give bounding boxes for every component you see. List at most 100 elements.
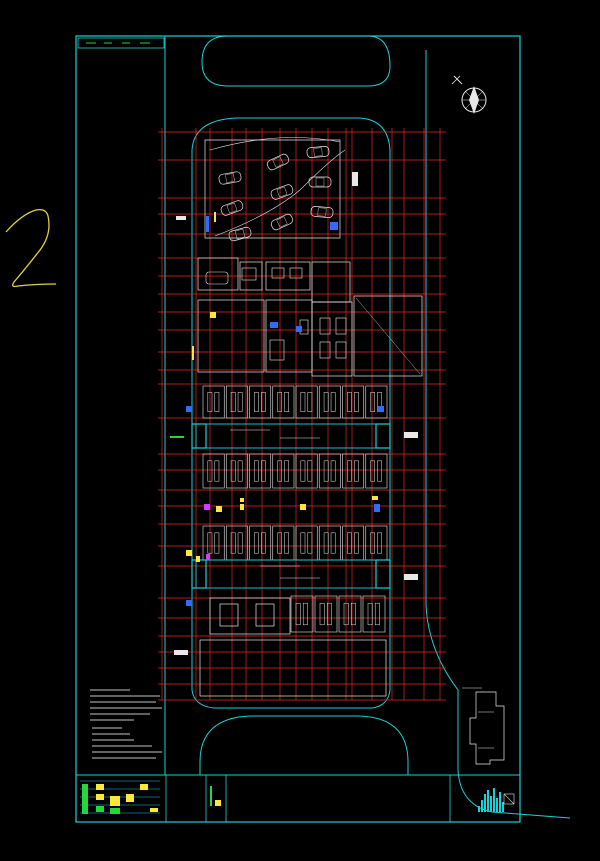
bay-cell: [249, 453, 272, 489]
bay-cell: [290, 595, 314, 633]
bay-equipment: [237, 532, 243, 554]
bay-cell: [318, 525, 341, 561]
bay-equipment: [377, 532, 382, 554]
bay-equipment: [254, 532, 259, 554]
bay-equipment: [254, 460, 259, 482]
bay-cell: [365, 453, 388, 489]
bay-equipment: [277, 460, 282, 482]
equipment-marker: [196, 556, 200, 562]
logo-bar: [496, 798, 498, 812]
bay-equipment: [374, 602, 380, 626]
equipment-marker: [206, 216, 209, 232]
bay-cell: [272, 385, 295, 419]
title-cell-mark: [126, 794, 134, 802]
bay-equipment: [330, 392, 336, 412]
bay-equipment: [214, 392, 220, 412]
equipment-marker: [214, 212, 216, 222]
title-cell-mark: [96, 794, 104, 800]
bay-equipment: [323, 392, 329, 412]
logo-bars-icon: [478, 788, 515, 812]
logo-bar: [487, 790, 489, 812]
title-cell-mark: [215, 800, 221, 806]
car-park-zone: [204, 137, 346, 239]
bay-equipment: [307, 460, 313, 482]
bay-equipment: [261, 532, 266, 554]
title-cell-mark: [96, 806, 104, 812]
bay-equipment: [319, 602, 325, 626]
logo-bar: [499, 792, 501, 812]
parking-cars: [218, 146, 334, 242]
bay-equipment: [237, 392, 243, 412]
bay-cell: [362, 595, 386, 633]
car-icon: [306, 146, 330, 158]
general-notes-block: [90, 689, 162, 759]
bay-equipment: [323, 532, 329, 554]
bay-equipment: [277, 392, 282, 412]
equipment-marker: [240, 504, 244, 510]
bay-equipment: [207, 460, 213, 482]
title-cell-mark: [210, 786, 212, 806]
bay-equipment: [284, 460, 289, 482]
equipment-marker: [372, 496, 378, 500]
bay-equipment: [350, 602, 356, 626]
bay-cell: [295, 453, 318, 489]
equipment-marker: [378, 406, 384, 412]
bay-cell: [295, 385, 318, 419]
bay-cell: [342, 453, 365, 489]
bay-cell: [249, 385, 272, 419]
equipment-marker: [270, 322, 278, 328]
equipment-marker: [206, 554, 210, 560]
logo-box-diag: [503, 793, 515, 805]
bay-cell: [272, 525, 295, 561]
car-icon: [310, 206, 334, 218]
bay-equipment: [343, 602, 349, 626]
title-cell-mark: [140, 784, 148, 790]
bay-cell: [314, 595, 338, 633]
bay-cell: [295, 525, 318, 561]
sheet-number-sketch: [5, 208, 57, 288]
bay-cell: [225, 385, 248, 419]
bay-cell: [225, 525, 248, 561]
bay-equipment: [370, 532, 375, 554]
bay-cell: [225, 453, 248, 489]
lower-rooms: [199, 597, 387, 697]
top-green-island: [201, 35, 391, 87]
bay-equipment: [302, 602, 308, 626]
equipment-marker: [210, 312, 216, 318]
equipment-marker: [216, 506, 222, 512]
bay-equipment: [367, 602, 373, 626]
bay-equipment: [330, 460, 336, 482]
car-icon: [218, 171, 242, 185]
bay-equipment: [377, 460, 382, 482]
bay-equipment: [347, 392, 352, 412]
bay-equipment: [326, 602, 332, 626]
bay-equipment: [207, 532, 213, 554]
equipment-marker: [192, 346, 194, 360]
title-cell-mark: [110, 808, 120, 814]
car-icon: [270, 213, 294, 231]
bay-equipment: [300, 460, 306, 482]
bay-cell: [342, 385, 365, 419]
equipment-marker: [186, 406, 192, 412]
car-icon: [220, 200, 244, 216]
bay-cell: [338, 595, 362, 633]
bay-equipment: [347, 532, 352, 554]
bay-equipment: [307, 532, 313, 554]
bay-cell: [272, 453, 295, 489]
title-cell-mark: [96, 784, 104, 790]
bay-equipment: [237, 460, 243, 482]
service-core: [197, 257, 423, 377]
car-icon: [228, 226, 252, 242]
logo-bar: [481, 800, 483, 812]
title-cell-mark: [150, 808, 158, 812]
bay-equipment: [323, 460, 329, 482]
equipment-marker: [374, 504, 380, 512]
bay-cell: [202, 385, 225, 419]
equipment-marker: [300, 504, 306, 510]
bay-equipment: [230, 532, 236, 554]
logo-box: [503, 793, 515, 805]
right-road-edge: [425, 50, 571, 819]
corridor-upper: [191, 423, 391, 449]
bay-equipment: [230, 460, 236, 482]
